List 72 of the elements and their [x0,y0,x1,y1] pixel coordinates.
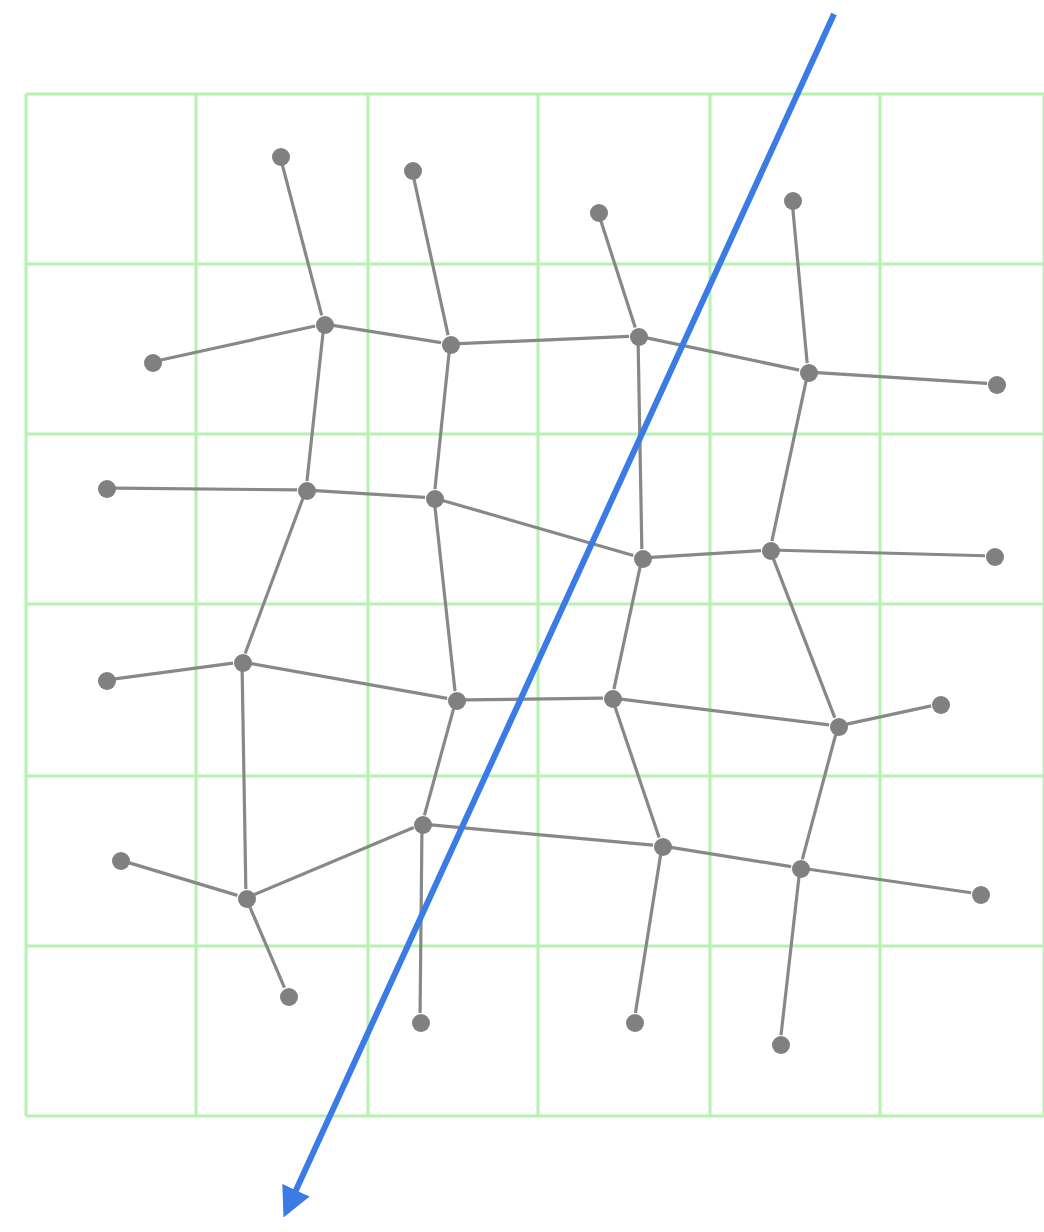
connector-line [115,486,297,492]
connector-line [636,344,644,550]
connector-line [791,208,809,364]
junction-dot [97,479,115,497]
connector-line [778,548,986,558]
connector-line [442,498,634,558]
connector-line [816,370,988,386]
connector-line [430,823,654,847]
junction-dot [829,717,847,735]
connector-line [646,336,800,372]
connector-line [250,662,448,700]
junction-dot [411,1013,429,1031]
junction-dot [783,191,801,209]
connector-line [633,854,663,1014]
connector-line [771,557,837,719]
junction-dot [625,1013,643,1031]
junction-dot [143,353,161,371]
junction-dot [987,375,1005,393]
junction-dot [985,547,1003,565]
connector-line [800,734,838,860]
junction-dot [237,889,255,907]
junction-dot [271,147,289,165]
junction-dot [629,327,647,345]
junction-dot [315,315,333,333]
connector-line [599,220,637,328]
junction-dot [111,851,129,869]
junction-dot [425,489,443,507]
junction-dot [931,695,949,713]
connector-line [412,178,450,336]
junction-dot [653,837,671,855]
connector-line [280,164,324,316]
junction-dot [279,987,297,1005]
connector-line [770,380,808,542]
connector-line [465,696,603,702]
junction-dot [791,859,809,877]
junction-dot [233,653,251,671]
connector-line [160,324,316,362]
connector-line [418,833,424,1013]
connector-line [779,876,801,1036]
connector-line [620,697,830,727]
junction-dot [403,161,421,179]
connector-line [248,905,286,989]
connector-line [128,861,238,897]
junction-dot [447,691,465,709]
junction-dot [633,549,651,567]
connector-line [613,706,661,838]
connector-line [422,708,456,816]
connector-line [612,566,642,690]
junction-dot [971,885,989,903]
junction-dot [589,203,607,221]
connector-line [240,670,248,890]
junction-dot [97,671,115,689]
connector-line [433,506,457,692]
junction-dot [771,1035,789,1053]
connector-line [458,334,630,346]
connector-line [114,661,234,681]
connector-line [305,332,325,482]
junction-dot [603,689,621,707]
junction-dot [761,541,779,559]
connector-line [253,826,415,896]
connector-line [846,704,932,726]
connector-line [332,323,442,345]
connector-line [650,548,762,560]
junction-dot [297,481,315,499]
connector-line [243,497,305,655]
junction-dot [441,335,459,353]
connector-line [433,352,451,490]
junction-dot [413,815,431,833]
connector-line [670,845,792,869]
connector-line [808,867,972,895]
junction-dot [799,363,817,381]
connector-line [314,488,426,500]
